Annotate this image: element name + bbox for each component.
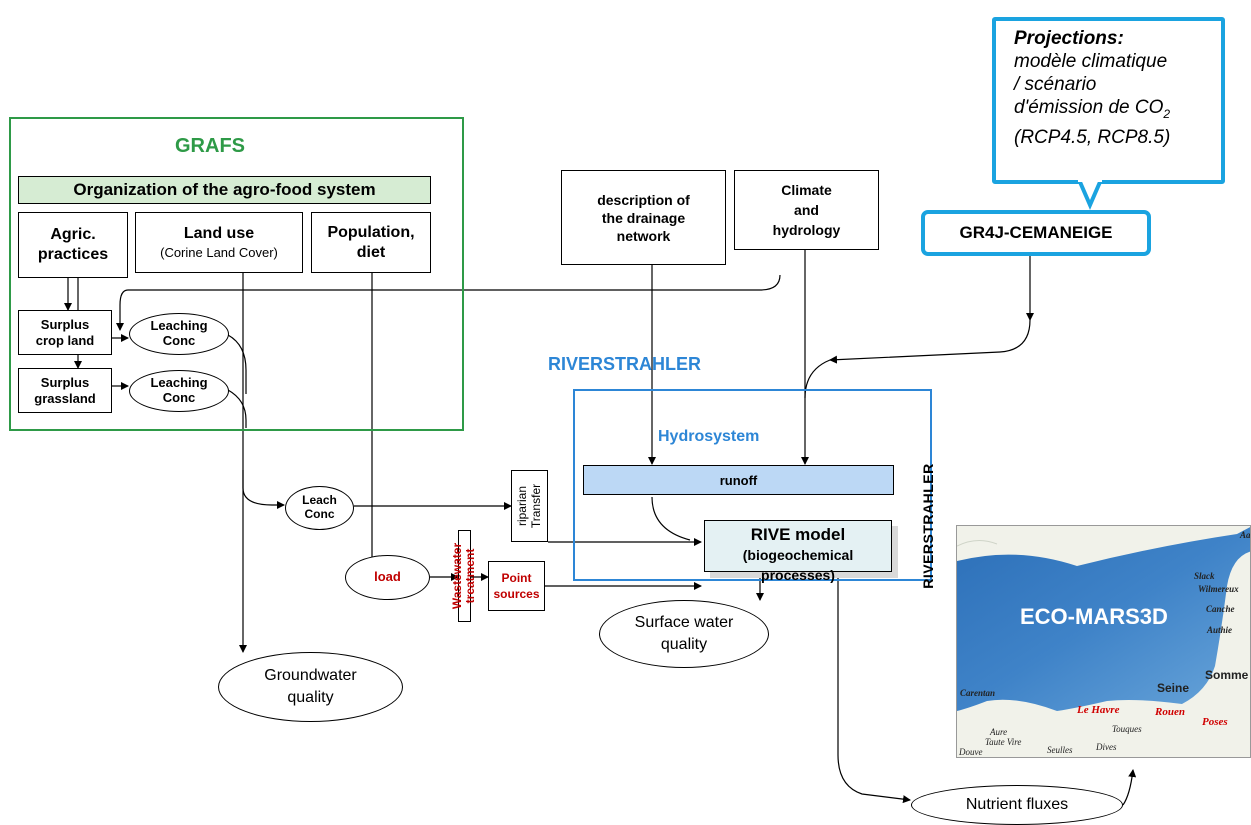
rive-model-text [704, 523, 892, 543]
drainage-network-box: description of the drainage network [561, 170, 726, 265]
eco-mars3d-map: ECO-MARS3D Aa Slack Wilmereux Canche Aut… [956, 525, 1251, 758]
corine-land-cover-label: (Corine Land Cover) [160, 244, 278, 260]
map-seine: Seine [1157, 681, 1190, 695]
map-city-rouen: Rouen [1155, 706, 1185, 718]
leach-conc-ellipse: Leach Conc [285, 486, 354, 530]
point-sources-box: Point sources [488, 561, 545, 611]
map-river-douve: Douve [959, 747, 983, 757]
rive-model-title: RIVE model [750, 525, 846, 544]
point-sources-label-2: sources [493, 587, 540, 601]
projection-line4: (RCP4.5, RCP8.5) [1014, 126, 1171, 148]
map-river-touques: Touques [1112, 724, 1142, 734]
map-river-dives: Dives [1096, 742, 1117, 752]
wastewater-treatment-label: Wastewater treatment [450, 542, 478, 610]
map-city-le-havre: Le Havre [1077, 704, 1120, 716]
agric-practices-label: Agric. practices [37, 226, 109, 263]
surplus-crop-land-label: Surplus crop land [35, 316, 95, 348]
leaching-conc-label-1: Leaching Conc [150, 318, 208, 348]
projection-line1: modèle climatique [1014, 51, 1168, 72]
map-river-taute-vire: Taute Vire [985, 737, 1022, 747]
map-river-slack: Slack [1194, 571, 1215, 581]
climate-hydrology-box: Climate and hydrology [734, 170, 879, 250]
leaching-conc-ellipse-1: Leaching Conc [129, 313, 229, 355]
climate-hydrology-label: Climate and hydrology [772, 182, 841, 238]
population-diet-label: Population, diet [327, 223, 415, 261]
gr4j-cemaneige-box: GR4J-CEMANEIGE [921, 210, 1151, 256]
runoff-label: runoff [719, 472, 758, 488]
map-somme: Somme [1205, 668, 1249, 682]
projection-title: Projections: [1014, 28, 1124, 49]
map-graphic [957, 526, 1250, 757]
riverstrahler-container [573, 389, 932, 581]
projection-callout: Projections: modèle climatique / scénari… [992, 17, 1225, 184]
riparian-transfer-label: riparian Transfer [515, 483, 544, 529]
map-carentan: Carentan [960, 688, 996, 698]
grafs-container [9, 117, 464, 431]
load-label: load [374, 569, 401, 585]
point-sources-label-1: Point [501, 571, 532, 585]
map-title: ECO-MARS3D [1020, 604, 1168, 629]
groundwater-quality-label: Groundwater quality [264, 667, 357, 706]
riverstrahler-vertical-label: RIVERSTRAHLER [920, 463, 936, 589]
leach-conc-label: Leach Conc [302, 493, 337, 521]
load-ellipse: load [345, 555, 430, 600]
map-river-seulles: Seulles [1047, 745, 1073, 755]
groundwater-quality-ellipse: Groundwater quality [218, 652, 403, 722]
hydrosystem-label: Hydrosystem [658, 428, 760, 445]
runoff-box: runoff [583, 465, 894, 495]
riverstrahler-title: RIVERSTRAHLER [548, 354, 702, 374]
surface-water-quality-label: Surface water quality [634, 614, 734, 653]
map-river-aure: Aure [990, 727, 1008, 737]
gr4j-label: GR4J-CEMANEIGE [959, 223, 1113, 242]
rive-model-box: RIVE model (biogeochemical processes) [704, 520, 892, 583]
surface-water-quality-ellipse: Surface water quality [599, 600, 769, 668]
map-river-authie: Authie [1207, 625, 1233, 635]
projection-line2: / scénario [1014, 74, 1097, 95]
projection-line3: d'émission de CO2 [1014, 97, 1171, 121]
leaching-conc-label-2: Leaching Conc [150, 375, 208, 405]
surplus-grassland-label: Surplus grassland [34, 374, 96, 406]
map-river-aa: Aa [1240, 530, 1251, 540]
rive-model-subtitle: (biogeochemical processes) [742, 547, 854, 583]
co2-subscript: 2 [1163, 106, 1171, 121]
agro-food-organization-label: Organization of the agro-food system [73, 180, 376, 199]
land-use-box: Land use (Corine Land Cover) [135, 212, 303, 273]
nutrient-fluxes-ellipse: Nutrient fluxes [911, 785, 1123, 825]
population-diet-box: Population, diet [311, 212, 431, 273]
grafs-title: GRAFS [175, 135, 245, 157]
nutrient-fluxes-label: Nutrient fluxes [965, 795, 1069, 813]
leaching-conc-ellipse-2: Leaching Conc [129, 370, 229, 412]
drainage-network-label: description of the drainage network [597, 191, 690, 244]
riparian-transfer-box: riparian Transfer [511, 470, 548, 542]
map-city-poses: Poses [1202, 716, 1228, 728]
land-use-label: Land use [183, 224, 255, 242]
agro-food-organization-box: Organization of the agro-food system [18, 176, 431, 204]
surplus-crop-land-box: Surplus crop land [18, 310, 112, 355]
agric-practices-box: Agric. practices [18, 212, 128, 278]
map-river-canche: Canche [1206, 604, 1235, 614]
wastewater-treatment-box: Wastewater treatment [451, 530, 478, 622]
map-river-wilmereux: Wilmereux [1198, 584, 1239, 594]
surplus-grassland-box: Surplus grassland [18, 368, 112, 413]
